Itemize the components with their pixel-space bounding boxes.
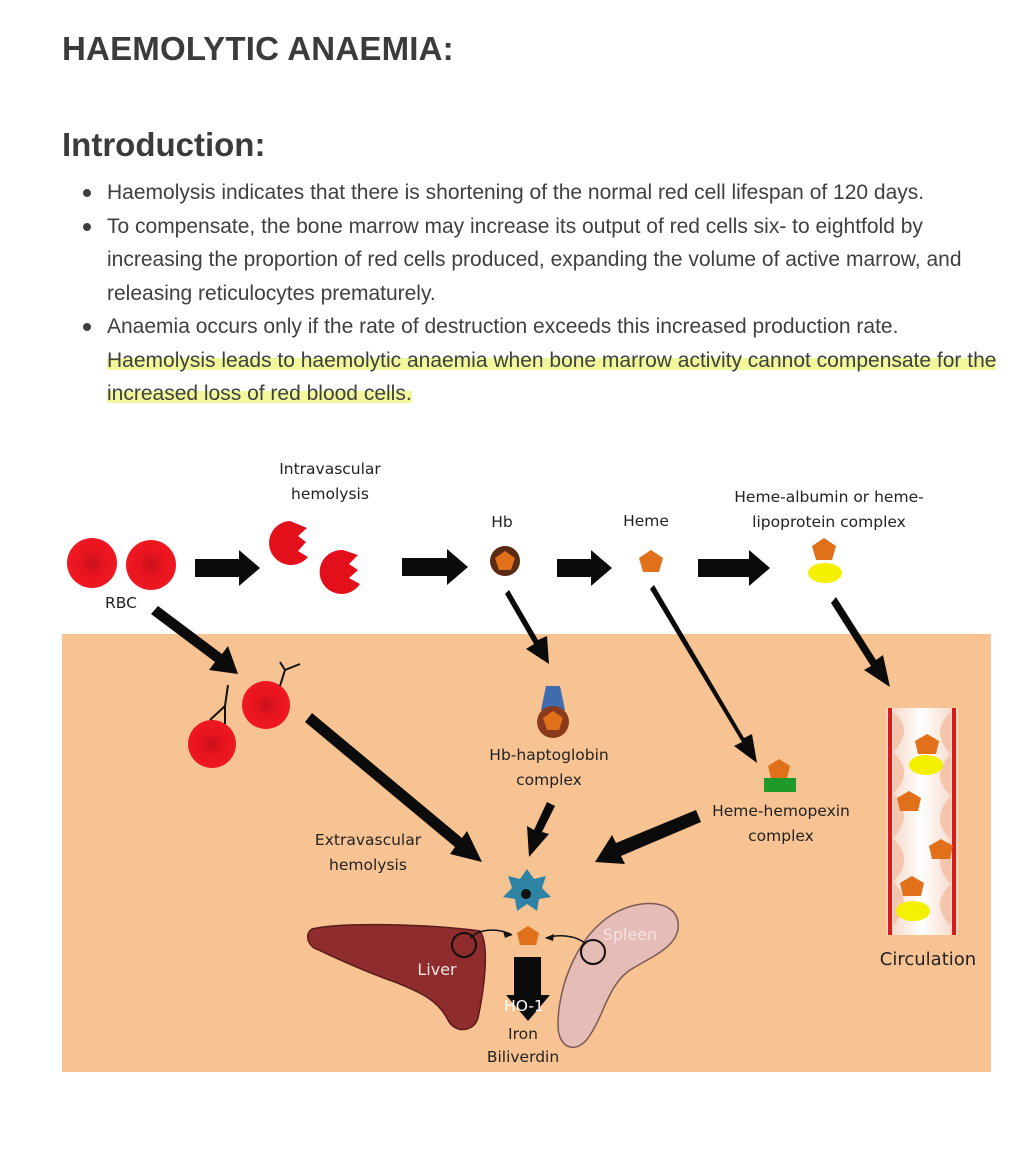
opsonized-rbc [188,720,236,768]
arrow-haptoglobin-to-macrophage [527,802,555,857]
label-extravascular: Extravascular [315,831,422,849]
liver [307,923,487,1031]
label-ho1: HO-1 [504,997,544,1015]
heme-in-vessel [897,791,921,811]
antibody [279,661,301,687]
label-spleen: Spleen [603,925,658,944]
label-heme: Heme [623,512,669,530]
bullet-item: To compensate, the bone marrow may incre… [70,210,1010,311]
heme-molecule [517,926,539,945]
spleen [557,902,679,1049]
hemopexin [764,778,796,792]
hb-haptoglobin-complex [537,686,569,738]
bullet-list: Haemolysis indicates that there is short… [70,176,1010,411]
arrow-heme-to-products [506,957,550,1021]
label-hb-haptoglobin: Hb-haptoglobin [489,746,608,764]
label-iron: Iron [508,1025,538,1043]
rbc-cell [126,540,176,590]
bullet-text: Haemolysis indicates that there is short… [107,181,925,204]
arrow-hb-to-heme [557,550,612,586]
label-intravascular: Intravascular [279,460,381,478]
label-heme-hemopexin: complex [748,827,814,845]
albumin-in-vessel [896,901,930,921]
opsonized-rbc [242,681,290,729]
curved-arrow-head [545,934,554,941]
label-hb-haptoglobin: complex [516,771,582,789]
arrow-lysis-to-hb [402,549,468,585]
heme-in-vessel [915,734,939,754]
document-title: HAEMOLYTIC ANAEMIA: [62,30,454,67]
hb-molecule [490,546,520,576]
arrow-hb-down [505,590,549,664]
bullet-text: Anaemia occurs only if the rate of destr… [107,315,899,338]
macrophage [503,869,551,911]
label-circulation: Circulation [880,949,976,970]
heme-in-vessel [900,876,924,896]
label-heme-albumin: lipoprotein complex [752,513,906,531]
rbc-cell [67,538,117,588]
label-rbc: RBC [105,594,137,612]
arrow-rbc-to-lysis [195,550,260,586]
bullet-text: To compensate, the bone marrow may incre… [107,214,962,305]
heme-hemopexin-complex [768,759,790,778]
blood-vessel [886,708,958,935]
label-extravascular: hemolysis [329,856,407,874]
lysed-rbc [319,549,360,594]
arrow-hemopexin-to-macrophage [595,810,701,864]
arrow-rbc-to-macrophage [305,713,482,862]
curved-arrow [469,929,513,939]
label-heme-albumin: Heme-albumin or heme- [734,488,923,506]
liver-circle-marker [451,932,477,958]
curved-arrow-head [503,931,512,938]
albumin [808,563,842,583]
label-heme-hemopexin: Heme-hemopexin [712,802,850,820]
bullet-item: Anaemia occurs only if the rate of destr… [70,310,1010,411]
spleen-circle-marker [580,939,606,965]
label-intravascular: hemolysis [291,485,369,503]
arrows [151,549,890,1021]
heme-albumin-complex [812,538,836,560]
albumin-in-vessel [909,755,943,775]
label-hb: Hb [491,513,513,531]
label-liver: Liver [417,960,457,979]
label-biliverdin: Biliverdin [487,1048,559,1066]
heme-in-vessel [929,839,953,859]
arrow-heme-to-albumin [698,550,770,586]
arrow-heme-to-hemopexin [650,585,757,763]
heme-molecule [639,550,663,572]
arrow-albumin-to-vessel [831,597,890,687]
bullet-item: Haemolysis indicates that there is short… [70,176,1010,210]
antibody [209,684,229,724]
section-heading-introduction: Introduction: [62,126,266,163]
lysed-rbc [269,521,308,565]
arrow-rbc-down [151,606,238,674]
